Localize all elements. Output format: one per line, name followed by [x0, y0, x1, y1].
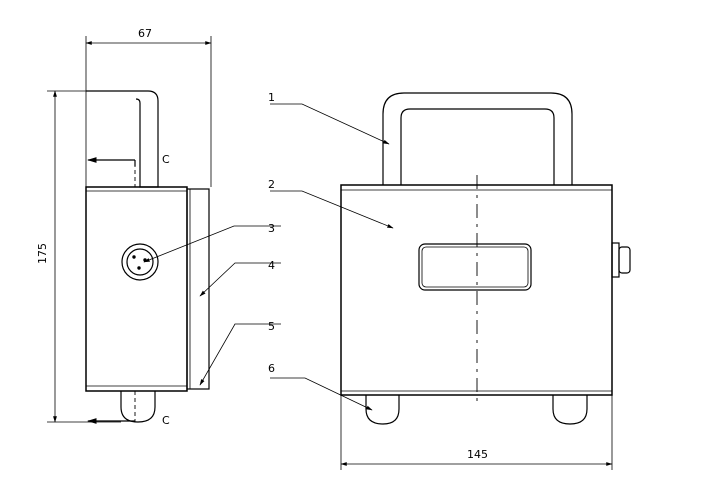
- svg-text:145: 145: [467, 448, 488, 461]
- front-view: [340, 92, 631, 425]
- side-view-body: [85, 186, 188, 392]
- svg-text:6: 6: [268, 362, 275, 375]
- svg-text:3: 3: [268, 222, 275, 235]
- section-mark-top: C: [162, 153, 170, 166]
- callout-6: 6: [268, 362, 373, 411]
- side-view-foot: [120, 391, 156, 423]
- section-mark-bottom: C: [162, 414, 170, 427]
- connector-icon: [121, 243, 159, 281]
- front-view-window: [418, 243, 532, 291]
- callout-3: 3: [143, 222, 281, 263]
- front-view-foot-left: [365, 395, 400, 425]
- front-view-connector-icon: [611, 242, 631, 278]
- dimension-width-front: 145: [340, 395, 613, 470]
- front-view-handle: [382, 92, 573, 185]
- callout-2: 2: [268, 178, 394, 229]
- svg-text:2: 2: [268, 178, 275, 191]
- svg-text:5: 5: [268, 320, 275, 333]
- callout-5: 5: [199, 320, 281, 386]
- side-view: C C: [85, 90, 210, 427]
- dimension-height: 175: [36, 90, 140, 423]
- front-view-body: [340, 184, 613, 396]
- side-view-handle: [86, 90, 159, 188]
- callout-1: 1: [268, 91, 390, 145]
- svg-text:4: 4: [268, 259, 275, 272]
- svg-text:175: 175: [36, 243, 49, 264]
- svg-text:67: 67: [138, 27, 152, 40]
- callout-4: 4: [199, 259, 281, 297]
- dimension-width-left: 67: [85, 27, 212, 187]
- svg-text:1: 1: [268, 91, 275, 104]
- front-view-foot-right: [552, 395, 588, 425]
